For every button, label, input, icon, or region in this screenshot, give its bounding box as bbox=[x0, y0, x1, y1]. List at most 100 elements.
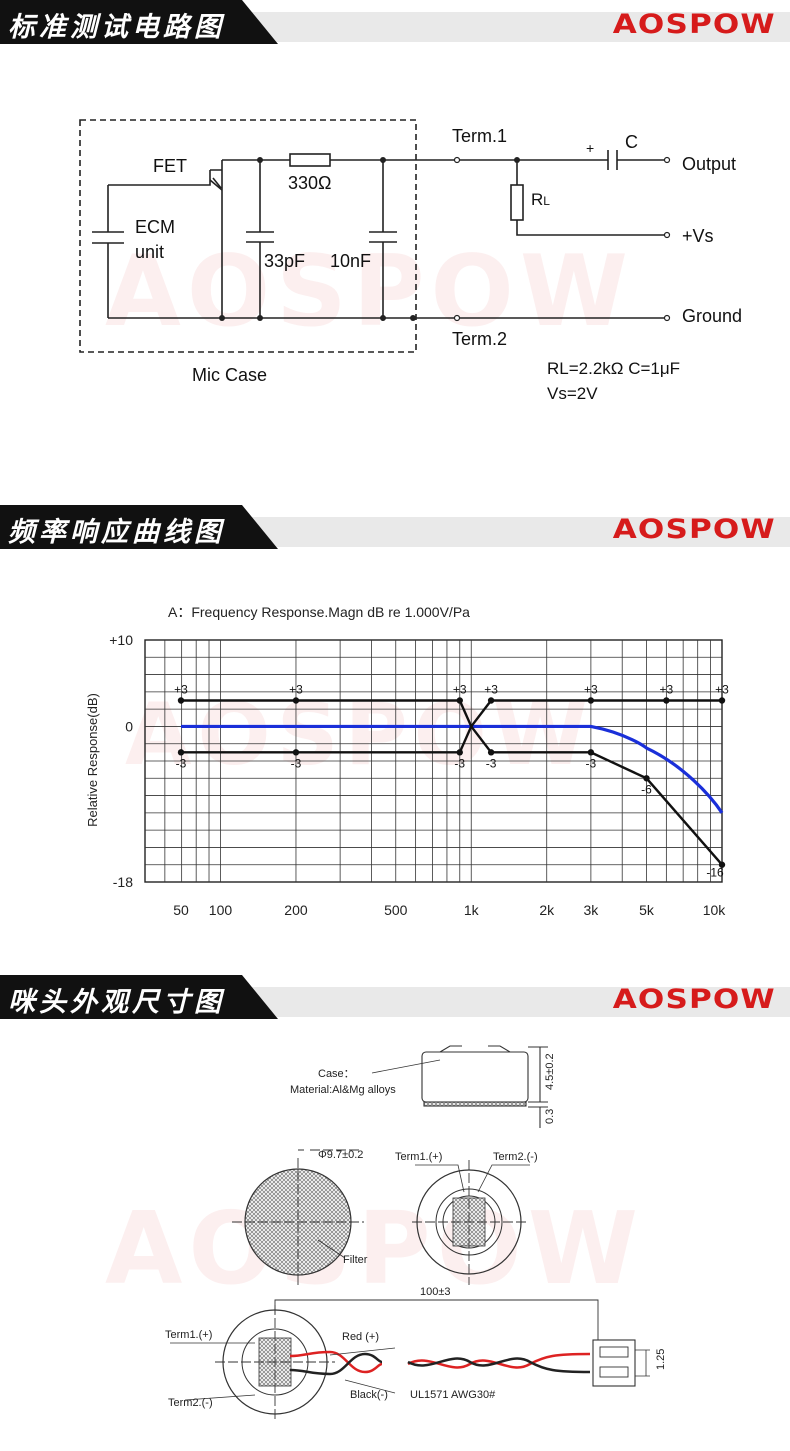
data-label: +3 bbox=[660, 683, 674, 697]
cable-spec-label: UL1571 AWG30# bbox=[410, 1389, 496, 1401]
data-label: +3 bbox=[453, 683, 467, 697]
dimension-drawing: Case： Material:Al&Mg alloys 4.5±0.2 0.3 … bbox=[165, 1045, 667, 1422]
material-label: Material:Al&Mg alloys bbox=[290, 1084, 396, 1096]
data-label: +3 bbox=[289, 683, 303, 697]
terminal-1 bbox=[453, 156, 461, 164]
brand-logo: AOSPOW bbox=[612, 984, 776, 1015]
side-view bbox=[371, 1045, 548, 1128]
series-upper-point bbox=[663, 697, 670, 704]
series-upper-point bbox=[456, 697, 463, 704]
data-label: -3 bbox=[291, 756, 302, 770]
black-wire-label: Black(-) bbox=[350, 1389, 388, 1401]
chart-ylabel: Relative Response(dB) bbox=[85, 693, 100, 827]
note-vs: Vs=2V bbox=[547, 384, 598, 403]
fet-label: FET bbox=[153, 156, 187, 176]
brand-logo: AOSPOW bbox=[612, 514, 776, 545]
ecm-symbol bbox=[92, 185, 124, 318]
red-wire-label: Red (+) bbox=[342, 1331, 379, 1343]
terminal-2 bbox=[453, 314, 461, 322]
series-response-line bbox=[181, 724, 724, 814]
rl-label: RL bbox=[531, 190, 550, 209]
series-lower-point bbox=[177, 749, 185, 756]
series-lower-point bbox=[292, 749, 300, 756]
data-label: -3 bbox=[486, 756, 497, 770]
capacitor-33pf bbox=[246, 160, 274, 318]
x-tick-label: 500 bbox=[384, 902, 408, 918]
unit-label: unit bbox=[135, 242, 164, 262]
ecm-label: ECM bbox=[135, 217, 175, 237]
series-upper-point bbox=[292, 697, 300, 704]
section-header: 频率响应曲线图 AOSPOW bbox=[0, 505, 790, 549]
term1-bottom-label: Term1.(+) bbox=[165, 1329, 212, 1341]
front-view bbox=[232, 1149, 364, 1285]
data-label: +3 bbox=[484, 683, 498, 697]
series-lower-point bbox=[718, 861, 726, 868]
x-tick-label: 10k bbox=[703, 902, 727, 918]
series-upper-line bbox=[181, 699, 722, 729]
resistor-330-label: 330Ω bbox=[288, 173, 332, 193]
term1-label: Term.1 bbox=[452, 126, 507, 146]
series-lower-line bbox=[181, 724, 723, 866]
series-lower-point bbox=[587, 749, 595, 756]
circuit-diagram: FET ECM unit 330Ω 33pF 10nF Term.1 Term.… bbox=[79, 119, 742, 403]
data-label: -3 bbox=[176, 756, 187, 770]
x-tick-label: 100 bbox=[209, 902, 233, 918]
term2-top-label: Term2.(-) bbox=[493, 1151, 538, 1163]
dimension-section: 咪头外观尺寸图 AOSPOW AOSPOW Case： Material:Al&… bbox=[0, 975, 790, 1451]
series-upper-point bbox=[587, 697, 595, 704]
vs-label: +Vs bbox=[682, 226, 714, 246]
x-tick-label: 1k bbox=[464, 902, 480, 918]
capacitor-10nf bbox=[369, 160, 397, 318]
x-tick-label: 5k bbox=[639, 902, 655, 918]
output-terminal bbox=[663, 156, 671, 164]
data-label: -3 bbox=[586, 756, 597, 770]
circuit-section: 标准测试电路图 AOSPOW AOSPOW bbox=[0, 0, 790, 490]
y-tick-label: +10 bbox=[109, 632, 133, 648]
data-label: +3 bbox=[584, 683, 598, 697]
series-upper-point bbox=[487, 697, 495, 704]
header-tab bbox=[0, 975, 278, 1019]
resistor-330 bbox=[289, 153, 331, 167]
case-label: Case： bbox=[318, 1068, 355, 1080]
filter-label: Filter bbox=[343, 1254, 368, 1266]
vs-terminal bbox=[663, 231, 671, 239]
output-label: Output bbox=[682, 154, 736, 174]
section-title: 标准测试电路图 bbox=[8, 12, 225, 43]
cable-assembly bbox=[170, 1299, 650, 1422]
output-capacitor bbox=[607, 150, 618, 170]
cap-10nf-label: 10nF bbox=[330, 251, 371, 271]
x-tick-label: 2k bbox=[539, 902, 555, 918]
series-lower-point bbox=[456, 749, 463, 756]
base-dim: 0.3 bbox=[544, 1109, 556, 1124]
section-title: 咪头外观尺寸图 bbox=[8, 987, 225, 1018]
cap-plus-label: + bbox=[586, 140, 594, 156]
ground-terminal bbox=[663, 314, 671, 322]
series-upper-point bbox=[177, 697, 185, 704]
header-tab bbox=[0, 0, 278, 44]
data-label: +3 bbox=[174, 683, 188, 697]
x-tick-label: 50 bbox=[173, 902, 189, 918]
y-tick-label: -18 bbox=[113, 874, 133, 890]
rl-main: R bbox=[531, 190, 543, 209]
brand-logo: AOSPOW bbox=[612, 9, 776, 40]
note-values: RL=2.2kΩ C=1μF bbox=[547, 359, 680, 378]
mic-case-label: Mic Case bbox=[192, 365, 267, 385]
rl-sub: L bbox=[543, 194, 550, 208]
cap-33pf-label: 33pF bbox=[264, 251, 305, 271]
diameter-dim: Φ9.7±0.2 bbox=[318, 1149, 363, 1161]
series-lower-point bbox=[487, 749, 495, 756]
term1-top-label: Term1.(+) bbox=[395, 1151, 442, 1163]
data-label: -3 bbox=[454, 756, 465, 770]
term2-bottom-label: Term2.(-) bbox=[168, 1397, 213, 1409]
watermark: AOSPOW bbox=[105, 1190, 645, 1307]
x-tick-label: 3k bbox=[583, 902, 599, 918]
section-title: 频率响应曲线图 bbox=[8, 517, 225, 548]
header-tab bbox=[0, 505, 278, 549]
watermark: AOSPOW bbox=[105, 235, 634, 349]
ground-label: Ground bbox=[682, 306, 742, 326]
frequency-section: 频率响应曲线图 AOSPOW AOSPOW A：Frequency Respon… bbox=[0, 505, 790, 945]
section-header: 标准测试电路图 AOSPOW bbox=[0, 0, 790, 44]
y-tick-label: 0 bbox=[125, 718, 133, 734]
frequency-chart: A：Frequency Response.Magn dB re 1.000V/P… bbox=[85, 604, 729, 918]
load-resistor bbox=[510, 184, 524, 221]
